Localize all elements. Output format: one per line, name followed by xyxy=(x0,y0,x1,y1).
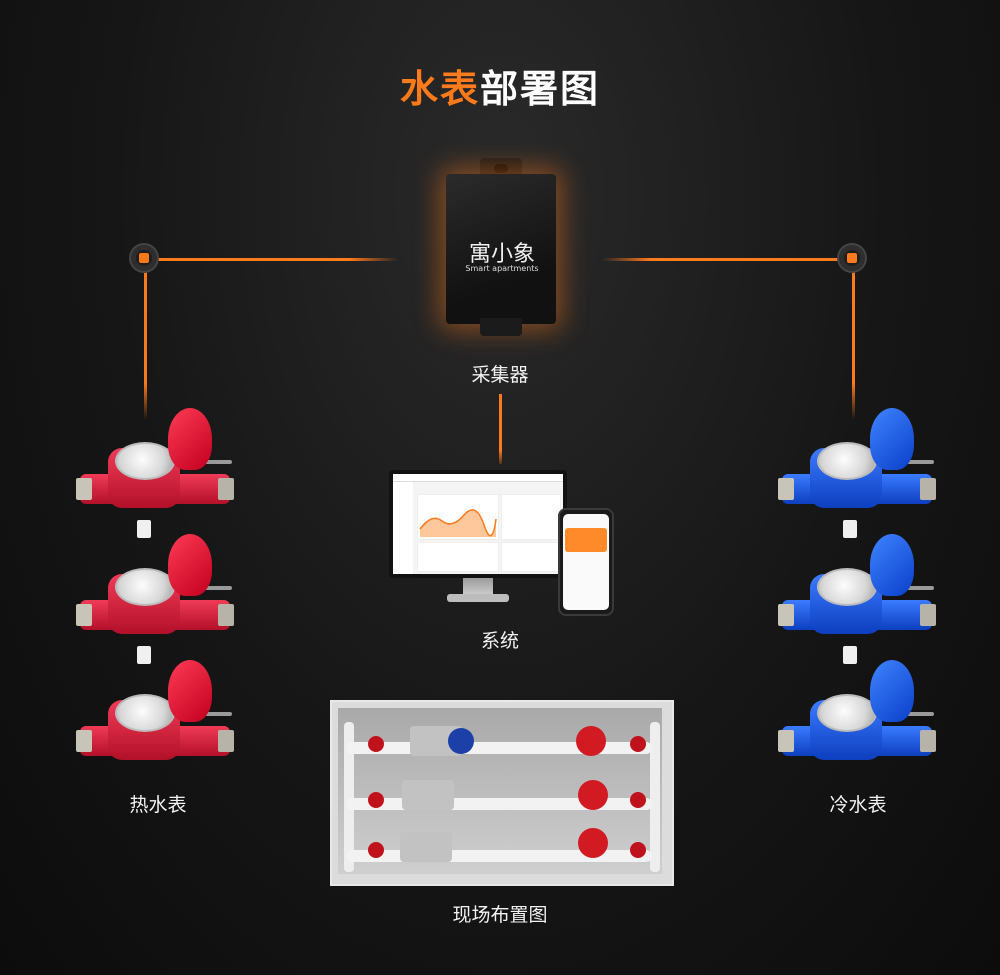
app-list-panel xyxy=(501,542,561,572)
app-gauge-panel xyxy=(417,542,499,572)
monitor-stand xyxy=(463,578,493,596)
meter-joint xyxy=(843,646,857,664)
phone-screen xyxy=(563,514,609,610)
meter-joint xyxy=(843,520,857,538)
left-drop-line xyxy=(144,270,147,420)
meter-joint xyxy=(137,520,151,538)
system-label: 系统 xyxy=(480,630,519,652)
app-sidebar xyxy=(393,482,413,574)
water-meter-icon xyxy=(76,660,234,775)
connector-node-icon xyxy=(839,245,865,271)
collector-mount-tab-bottom xyxy=(480,318,522,336)
monitor-screen-content xyxy=(393,474,563,574)
area-chart-graphic xyxy=(419,509,497,537)
collector-logo: 寓小象 xyxy=(468,242,535,267)
water-meter-icon xyxy=(76,534,234,649)
left-connector-line xyxy=(152,258,398,261)
page-title: 水表部署图 xyxy=(0,58,1000,113)
monitor-base xyxy=(447,594,509,602)
connector-node-icon xyxy=(131,245,157,271)
water-meter-icon xyxy=(778,408,936,523)
cold-meter-label: 冷水表 xyxy=(829,794,887,816)
app-side-panel xyxy=(501,494,561,540)
hot-meter-label: 热水表 xyxy=(129,794,187,816)
title-accent: 水表 xyxy=(399,67,480,111)
app-topbar xyxy=(393,474,563,482)
title-rest: 部署图 xyxy=(480,67,601,111)
collector-label: 采集器 xyxy=(471,364,529,386)
meter-joint xyxy=(137,646,151,664)
center-drop-line xyxy=(499,394,502,464)
collector-device-icon: 寓小象 Smart apartments xyxy=(440,158,562,336)
site-photo xyxy=(330,700,674,886)
right-drop-line xyxy=(852,270,855,420)
water-meter-icon xyxy=(778,660,936,775)
collector-logo-sub: Smart apartments xyxy=(465,264,539,273)
phone-icon xyxy=(558,508,614,616)
collector-body xyxy=(446,174,556,324)
site-label: 现场布置图 xyxy=(452,904,548,926)
monitor-icon xyxy=(389,470,567,605)
water-meter-icon xyxy=(76,408,234,523)
monitor-screen xyxy=(389,470,567,578)
water-meter-icon xyxy=(778,534,936,649)
phone-banner xyxy=(565,528,607,552)
right-connector-line xyxy=(602,258,846,261)
app-chart-panel xyxy=(417,494,499,540)
